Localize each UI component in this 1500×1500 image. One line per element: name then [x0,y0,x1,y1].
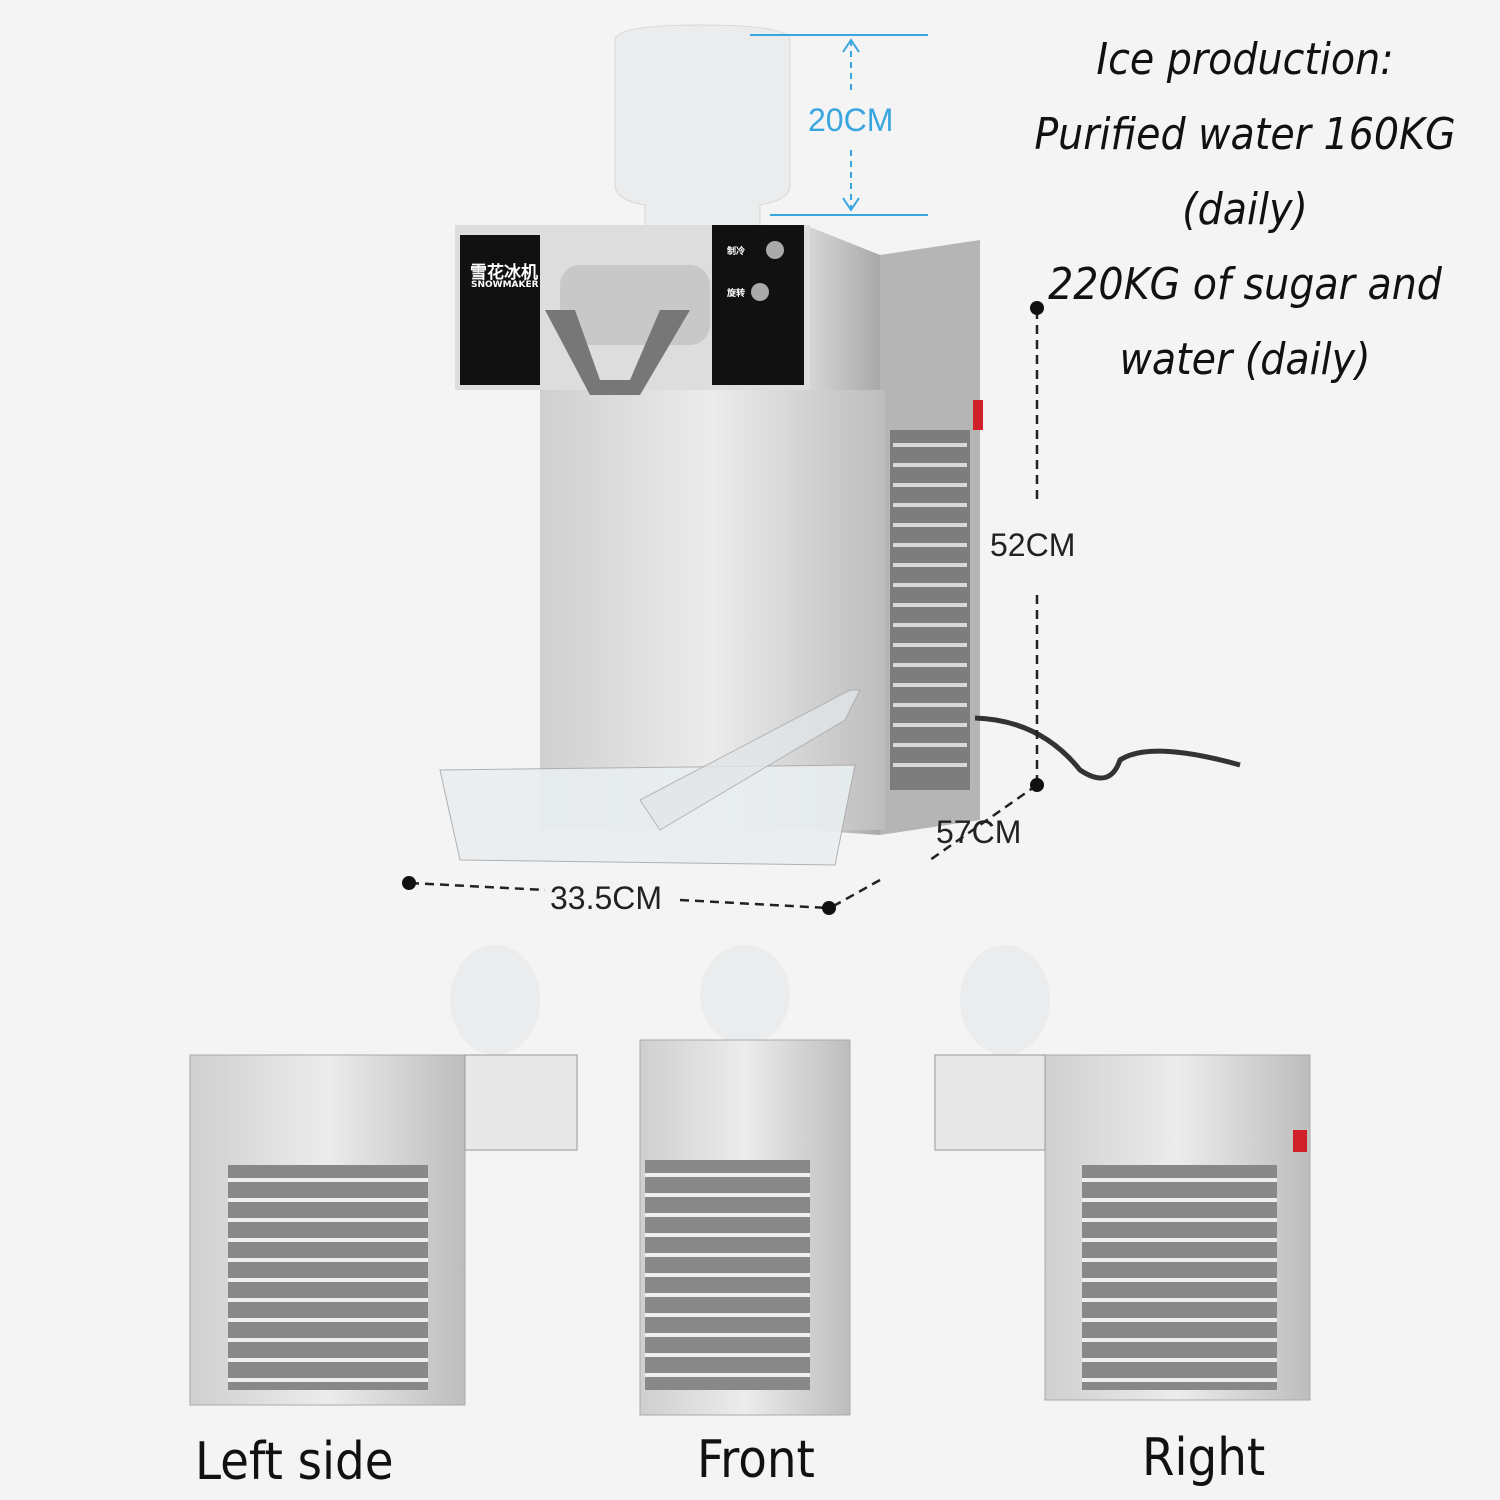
spec-line: Purified water 160KG [1034,109,1456,160]
spec-line: (daily) [1182,184,1308,235]
right-label: Right [1142,1428,1266,1488]
brand-cn: 雪花冰机 [470,263,538,283]
front-view [639,945,851,1416]
height-label: 52CM [990,527,1076,563]
vent-grille [890,430,970,790]
knob-1 [766,241,784,259]
ice-scoop [639,689,861,831]
power-switch [973,400,983,430]
left-panel [460,235,540,385]
bottle-height-label: 20CM [808,102,894,138]
ice-production-spec: Ice production: Purified water 160KG (da… [990,22,1500,397]
water-bottle [614,24,791,236]
button-1-label: 制冷 [727,247,746,257]
power-cord [974,715,1241,781]
spec-line: water (daily) [1119,334,1371,385]
right-side-view [934,945,1311,1401]
dimension-lines [409,310,1039,910]
control-panel [712,225,804,385]
left-side-label: Left side [195,1432,394,1492]
spec-line: 220KG of sugar and [1048,259,1442,310]
spec-line: Ice production: [1096,34,1394,85]
machine-body [439,225,1241,866]
front-label: Front [697,1430,815,1490]
knob-2 [751,283,769,301]
ice-tray [439,764,856,866]
bottle-height-dimension [750,34,928,216]
ice-chute [545,310,690,395]
width-label: 33.5CM [550,880,663,916]
left-side-view [189,945,578,1406]
button-2-label: 旋转 [727,289,746,299]
depth-label: 57CM [936,814,1022,850]
dimension-endpoints [402,301,1044,915]
brand-en: SNOWMAKER [471,280,539,290]
